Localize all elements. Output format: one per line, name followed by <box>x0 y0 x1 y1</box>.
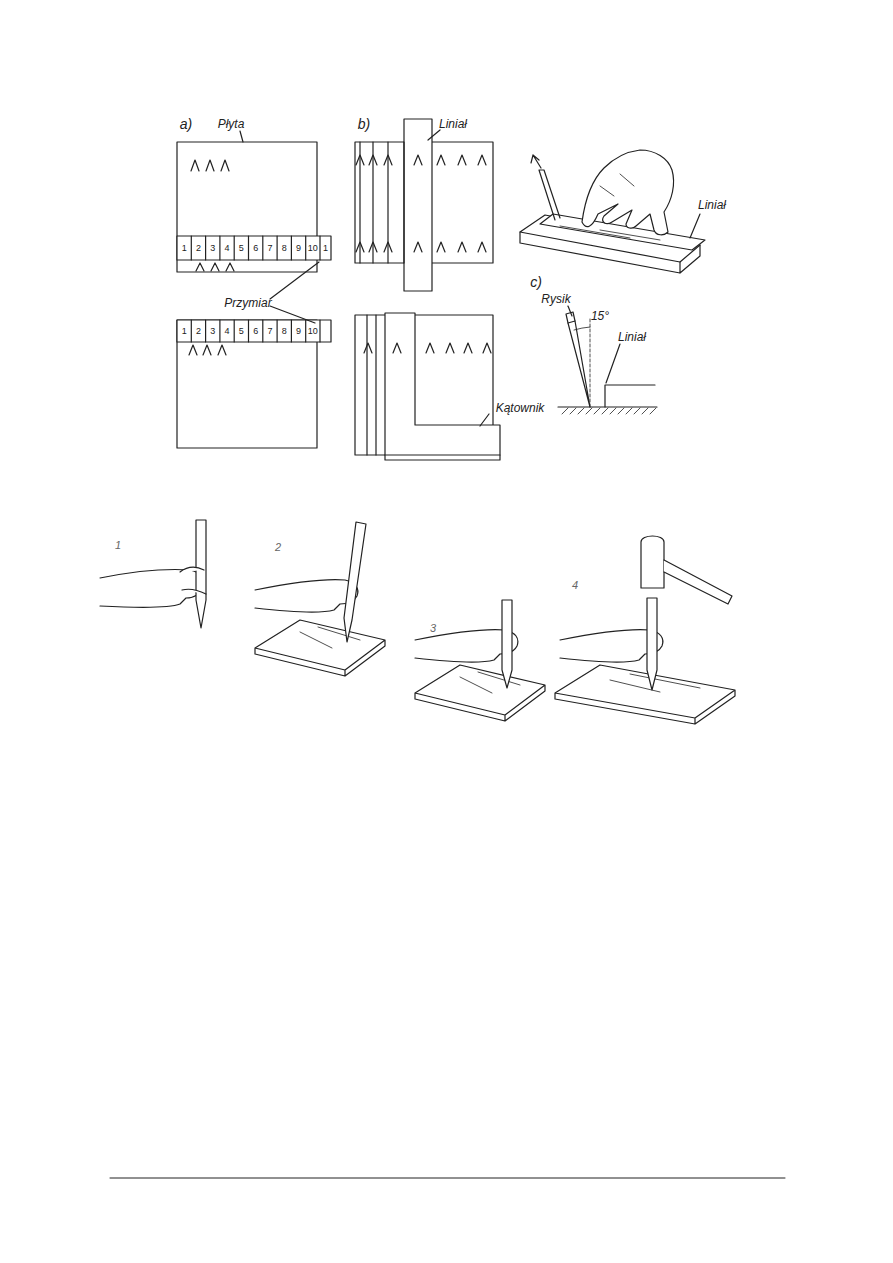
marks <box>364 343 491 353</box>
punch-step-3 <box>415 600 545 721</box>
leader-line <box>240 131 243 142</box>
surface-hatch <box>562 408 656 414</box>
part-name: Płyta <box>218 118 245 130</box>
scale-number: 5 <box>239 327 244 336</box>
square-edge <box>385 454 500 455</box>
hand-detail <box>600 174 634 196</box>
part-name: Przymiar <box>224 297 271 309</box>
scale-number: 1 <box>182 244 187 253</box>
scale-number: 3 <box>210 244 215 253</box>
punch-step-2 <box>255 522 385 676</box>
panel-letter: a) <box>180 117 192 131</box>
rule-cells <box>191 320 320 342</box>
rule-cells <box>191 236 320 260</box>
step-number: 3 <box>430 623 436 634</box>
panel-letter: b) <box>358 117 370 131</box>
measuring-rule <box>177 236 331 260</box>
axis-line <box>590 318 591 407</box>
scale-number: 2 <box>196 327 201 336</box>
motion-arrow <box>531 155 541 168</box>
hand <box>582 150 674 235</box>
part-name: Liniał <box>439 118 467 130</box>
step-number: 2 <box>275 542 281 553</box>
scale-number: 7 <box>267 244 272 253</box>
scale-number: 3 <box>210 327 215 336</box>
step-number: 4 <box>572 580 578 591</box>
scale-number: 4 <box>225 244 230 253</box>
leader-line <box>568 306 572 316</box>
scale-number: 8 <box>282 244 287 253</box>
angle-label: 15° <box>591 310 609 322</box>
scale-number: 6 <box>253 327 258 336</box>
scale-number: 4 <box>225 327 230 336</box>
panel-letter: c) <box>530 275 542 289</box>
scale-number: 1 <box>182 327 187 336</box>
part-name: Rysik <box>541 293 570 305</box>
scale-number: 8 <box>282 327 287 336</box>
scale-number: 9 <box>296 327 301 336</box>
scriber <box>568 321 590 407</box>
marks <box>189 345 226 355</box>
punch-step-1 <box>100 520 206 628</box>
square <box>385 313 500 460</box>
scale-number: 10 <box>308 244 318 253</box>
marks <box>393 343 401 353</box>
surface <box>558 406 657 407</box>
step-number: 1 <box>115 540 121 551</box>
scale-number: 1 <box>323 244 328 253</box>
angle-arc <box>574 327 590 330</box>
measuring-rule <box>177 320 331 342</box>
straightedge <box>404 119 432 291</box>
scale-number: 7 <box>267 327 272 336</box>
leader-line <box>606 344 620 383</box>
marks <box>404 142 422 263</box>
scale-number: 9 <box>296 244 301 253</box>
scale-number: 6 <box>253 244 258 253</box>
leader-line <box>690 214 700 238</box>
footer-rule <box>110 1178 785 1179</box>
leader-line <box>480 414 489 426</box>
marks <box>191 160 229 171</box>
scale-number: 10 <box>308 327 318 336</box>
straightedge <box>605 385 655 407</box>
marks <box>196 263 234 271</box>
scale-number: 2 <box>196 244 201 253</box>
part-name: Kątownik <box>496 402 545 414</box>
board-grain <box>560 226 660 240</box>
part-name: Liniał <box>618 331 646 343</box>
leader-line <box>428 130 440 140</box>
punch-step-4 <box>555 536 735 724</box>
scriber <box>539 170 560 220</box>
scale-number: 5 <box>239 244 244 253</box>
straightedge <box>540 214 705 250</box>
leader-line <box>270 262 319 323</box>
part-name: Liniał <box>698 199 726 211</box>
scribed-lines <box>367 315 376 455</box>
